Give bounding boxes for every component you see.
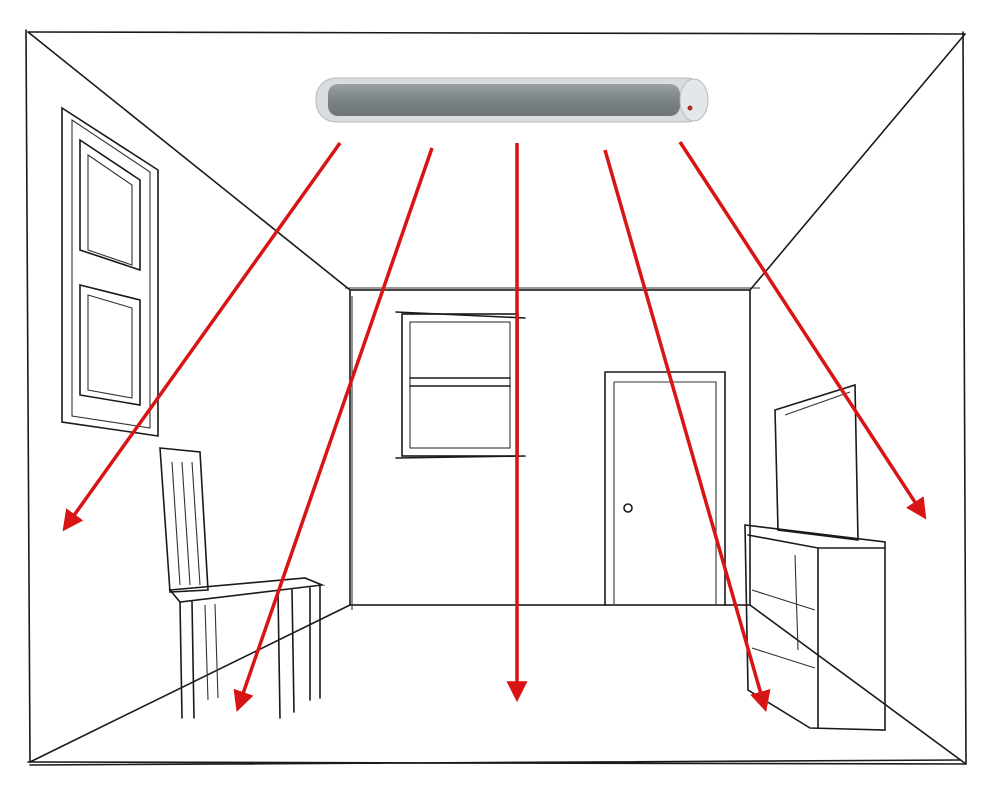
infrared-heater-icon xyxy=(315,77,709,123)
heat-arrow-icon xyxy=(678,141,927,520)
back-window xyxy=(395,311,526,459)
tv-stand xyxy=(744,383,886,731)
heat-arrows xyxy=(62,141,927,713)
room-outline xyxy=(25,29,967,766)
heat-arrow-icon xyxy=(62,141,342,532)
chair xyxy=(159,447,326,719)
heat-arrow-icon xyxy=(603,149,771,713)
heat-arrow-icon xyxy=(233,147,434,712)
door xyxy=(604,371,726,606)
side-window xyxy=(61,106,159,437)
